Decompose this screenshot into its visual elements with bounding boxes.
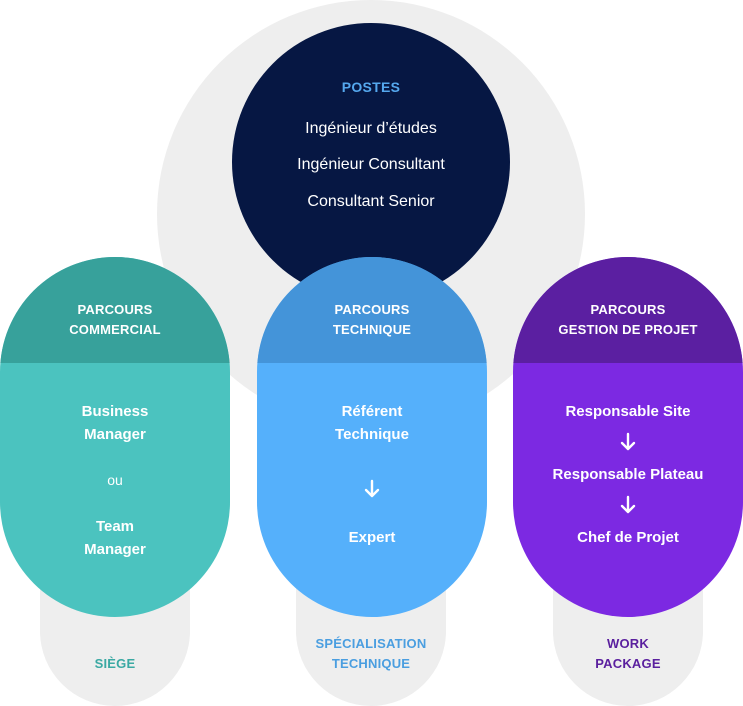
pill-body-commercial: Business Manager ou Team Manager — [0, 363, 230, 617]
arrow-down-icon — [620, 432, 636, 451]
pill-head-gestion: PARCOURS GESTION DE PROJET — [513, 257, 743, 363]
pill-parcours-commercial: PARCOURS COMMERCIAL Business Manager ou … — [0, 257, 230, 617]
pill-head-commercial: PARCOURS COMMERCIAL — [0, 257, 230, 363]
postes-title: POSTES — [341, 79, 401, 95]
role-business-manager: Business Manager — [81, 403, 149, 443]
tab-work-package-label: WORK PACKAGE — [595, 636, 661, 671]
separator-ou: ou — [107, 472, 123, 488]
poste-item: Ingénieur d’études — [305, 120, 437, 137]
role-team-manager: Team Manager — [84, 518, 146, 558]
role-chef-de-projet: Chef de Projet — [577, 529, 679, 546]
pill-body-technique: Référent Technique Expert — [257, 363, 487, 617]
role-responsable-site: Responsable Site — [565, 403, 691, 420]
arrow-down-icon — [620, 495, 636, 514]
role-referent-technique: Référent Technique — [335, 403, 409, 443]
arrow-down-icon — [364, 479, 380, 498]
role-responsable-plateau: Responsable Plateau — [552, 466, 704, 483]
poste-item: Ingénieur Consultant — [297, 156, 445, 173]
pill-head-technique: PARCOURS TECHNIQUE — [257, 257, 487, 363]
pill-body-gestion: Responsable Site Responsable Plateau Che… — [513, 363, 743, 617]
tab-siege-label: SIÈGE — [94, 656, 136, 671]
pill-parcours-technique: PARCOURS TECHNIQUE Référent Technique Ex… — [257, 257, 487, 617]
pill-parcours-gestion-de-projet: PARCOURS GESTION DE PROJET Responsable S… — [513, 257, 743, 617]
postes-circle: POSTES Ingénieur d’études Ingénieur Cons… — [232, 23, 510, 301]
poste-item: Consultant Senior — [307, 193, 435, 210]
role-expert: Expert — [348, 529, 396, 546]
tab-specialisation-technique-label: SPÉCIALISATION TECHNIQUE — [315, 636, 427, 671]
